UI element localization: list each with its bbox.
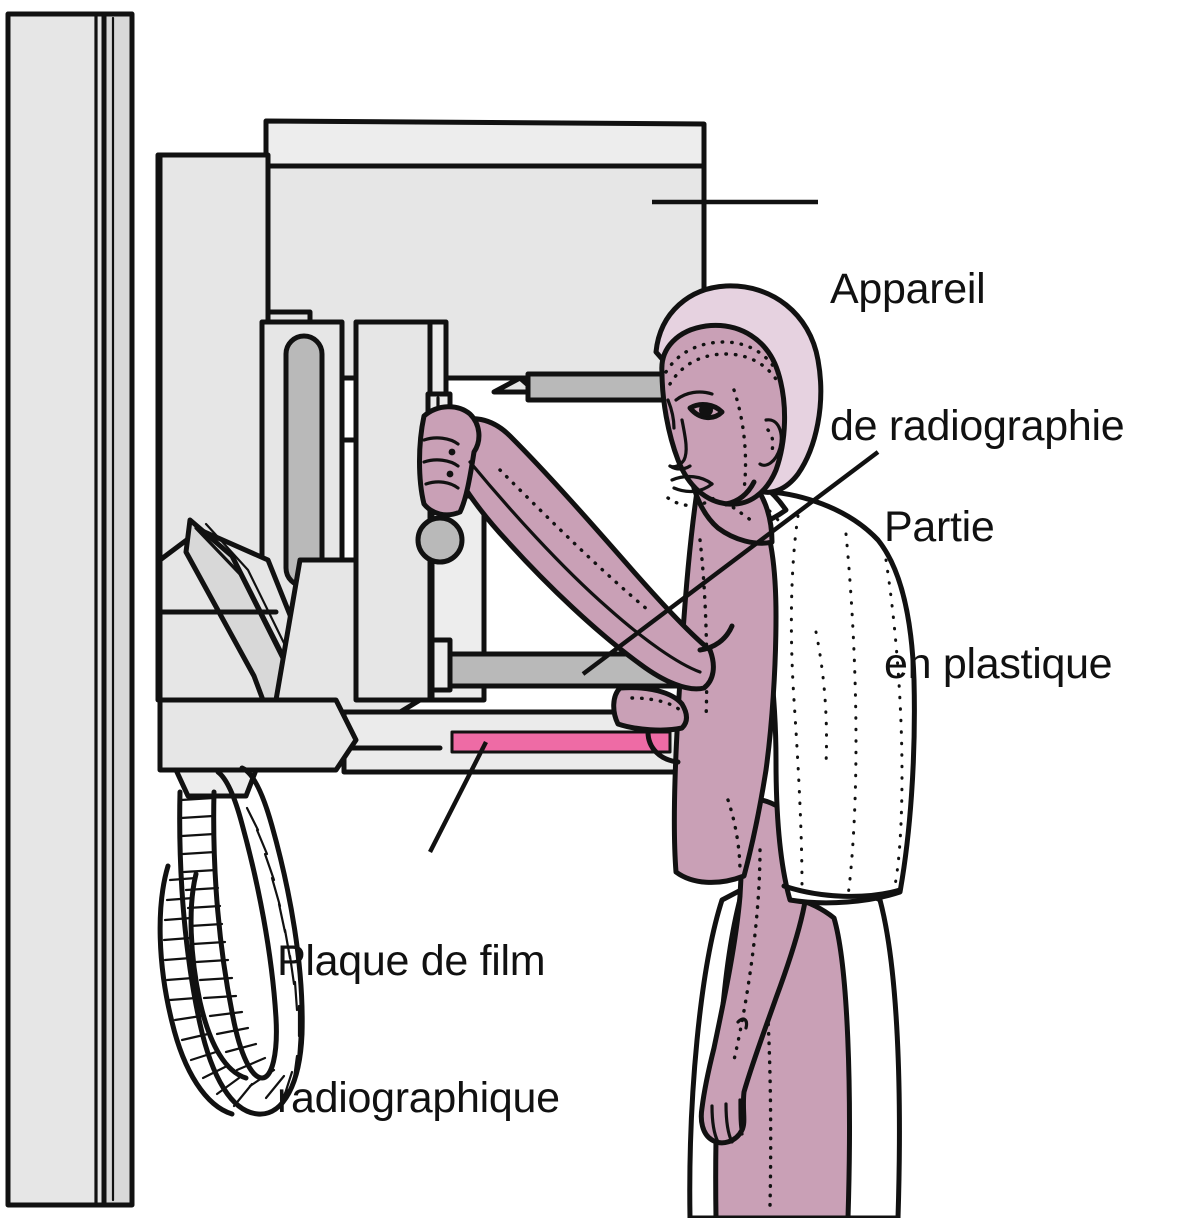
label-plastic-line2: en plastique <box>884 639 1113 688</box>
label-machine: Appareil de radiographie <box>830 176 1125 495</box>
label-plastic-line1: Partie <box>884 503 995 552</box>
label-machine-line2: de radiographie <box>830 401 1125 450</box>
label-film-line2: radiographique <box>277 1073 560 1122</box>
wall-column <box>5 11 135 1208</box>
label-film: Plaque de film radiographique <box>277 848 560 1167</box>
leader-line-plastic <box>581 450 880 676</box>
rotation-knob <box>415 515 465 565</box>
leader-lines <box>428 199 880 853</box>
film-plate-pink-strip <box>450 730 672 754</box>
label-film-line1: Plaque de film <box>277 937 546 986</box>
patient-head <box>653 283 824 508</box>
coiled-cable <box>157 765 305 1117</box>
label-machine-line1: Appareil <box>830 265 986 314</box>
compressed-breast <box>611 685 689 733</box>
film-plate-assembly <box>333 709 683 775</box>
leader-line-film <box>428 741 488 853</box>
label-plastic: Partie en plastique <box>884 414 1113 733</box>
lower-base-shelf <box>157 697 359 799</box>
patient-left-arm <box>417 404 735 692</box>
